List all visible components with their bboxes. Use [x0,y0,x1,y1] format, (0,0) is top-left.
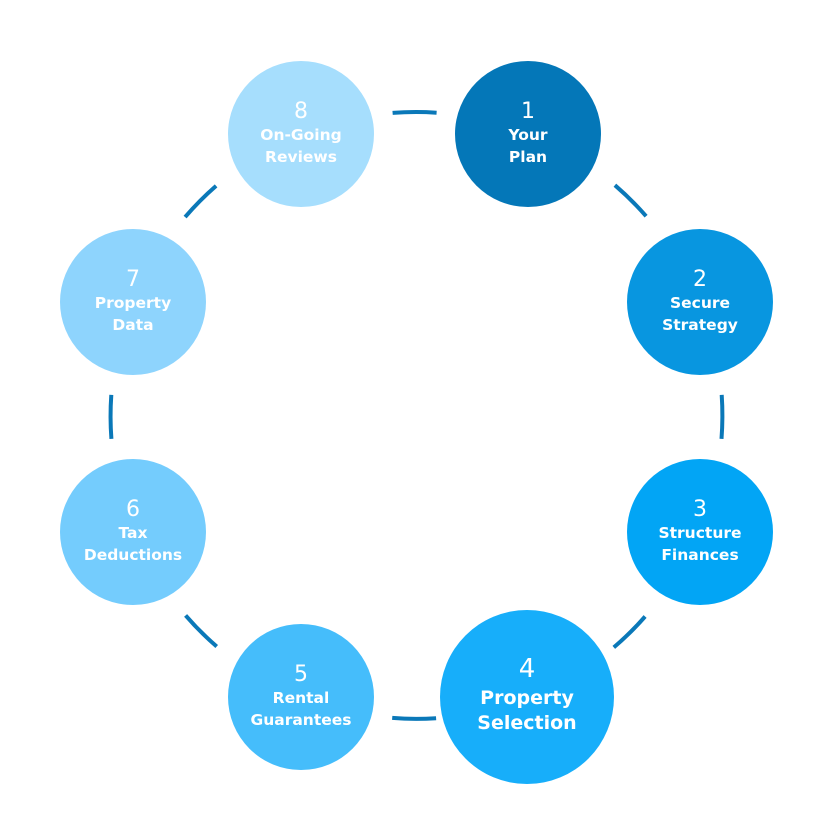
step-label-line: Your [507,126,547,144]
step-label-line: On-Going [260,126,341,144]
step-number: 7 [126,267,140,292]
step-label-line: Rental [273,689,330,707]
step-label-line: Structure [658,524,741,542]
connector-6-to-7 [108,394,114,440]
step-label-line: Reviews [265,148,337,166]
connector-3-to-4 [612,615,647,649]
step-circle [60,459,206,605]
step-circle [455,61,601,207]
connectors [108,110,725,721]
step-label-line: Property [95,294,171,312]
step-circle [627,229,773,375]
connector-1-to-2 [613,183,648,218]
step-number: 1 [521,99,535,124]
step-circle [627,459,773,605]
connector-2-to-3 [719,394,725,440]
step-label-line: Strategy [662,316,738,334]
connector-5-to-6 [184,614,219,649]
connector-4-to-5 [392,715,437,721]
step-label-line: Data [112,316,153,334]
step-number: 2 [693,267,707,292]
step-label-line: Selection [477,712,576,734]
connector-8-to-1 [392,110,437,115]
step-circle [440,610,614,784]
step-number: 6 [126,497,140,522]
step-label-line: Guarantees [250,711,351,729]
step-circle [228,61,374,207]
step-label-line: Deductions [84,546,182,564]
step-number: 3 [693,497,707,522]
step-number: 8 [294,99,308,124]
nodes: 1YourPlan2SecureStrategy3StructureFinanc… [60,61,773,784]
step-number: 5 [294,662,308,687]
step-label-line: Finances [661,546,738,564]
step-number: 4 [519,654,536,684]
connector-7-to-8 [183,184,218,219]
step-circle [228,624,374,770]
step-circle [60,229,206,375]
step-label-line: Secure [670,294,730,312]
step-label-line: Property [480,687,574,709]
step-label-line: Plan [509,148,547,166]
step-label-line: Tax [118,524,147,542]
